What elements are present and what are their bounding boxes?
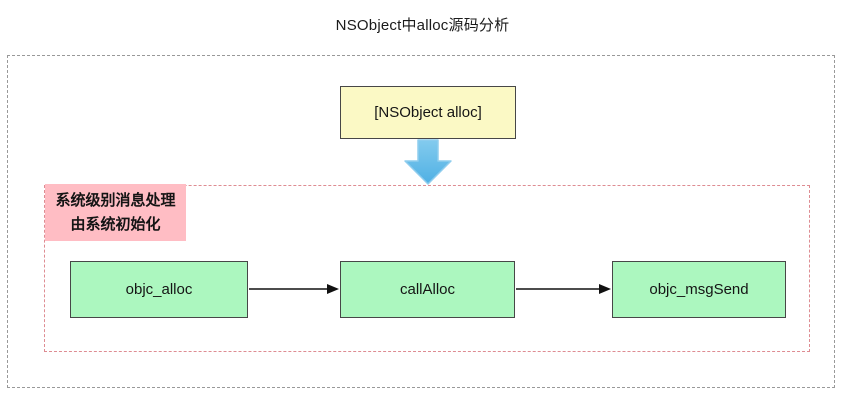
annotation-line-1: 系统级别消息处理 bbox=[55, 191, 176, 209]
diagram-title: NSObject中alloc源码分析 bbox=[335, 17, 510, 34]
node-objc-msgsend: objc_msgSend bbox=[612, 261, 786, 318]
system-level-frame bbox=[44, 185, 810, 352]
node-callalloc-label: callAlloc bbox=[399, 281, 456, 298]
down-arrow-icon bbox=[404, 139, 452, 185]
annotation-line-2: 由系统初始化 bbox=[70, 215, 161, 233]
node-nsobject-alloc: [NSObject alloc] bbox=[340, 86, 516, 139]
node-callalloc: callAlloc bbox=[340, 261, 515, 318]
arrow-callalloc-to-objc-msgsend bbox=[516, 284, 611, 294]
node-objc-alloc: objc_alloc bbox=[70, 261, 248, 318]
arrow-objc-alloc-to-callalloc bbox=[249, 284, 339, 294]
outer-dashed-frame bbox=[7, 55, 835, 388]
node-nsobject-alloc-label: [NSObject alloc] bbox=[374, 104, 482, 121]
node-objc-alloc-label: objc_alloc bbox=[125, 281, 193, 298]
system-annotation: 系统级别消息处理 由系统初始化 bbox=[45, 184, 186, 241]
node-objc-msgsend-label: objc_msgSend bbox=[649, 281, 749, 298]
